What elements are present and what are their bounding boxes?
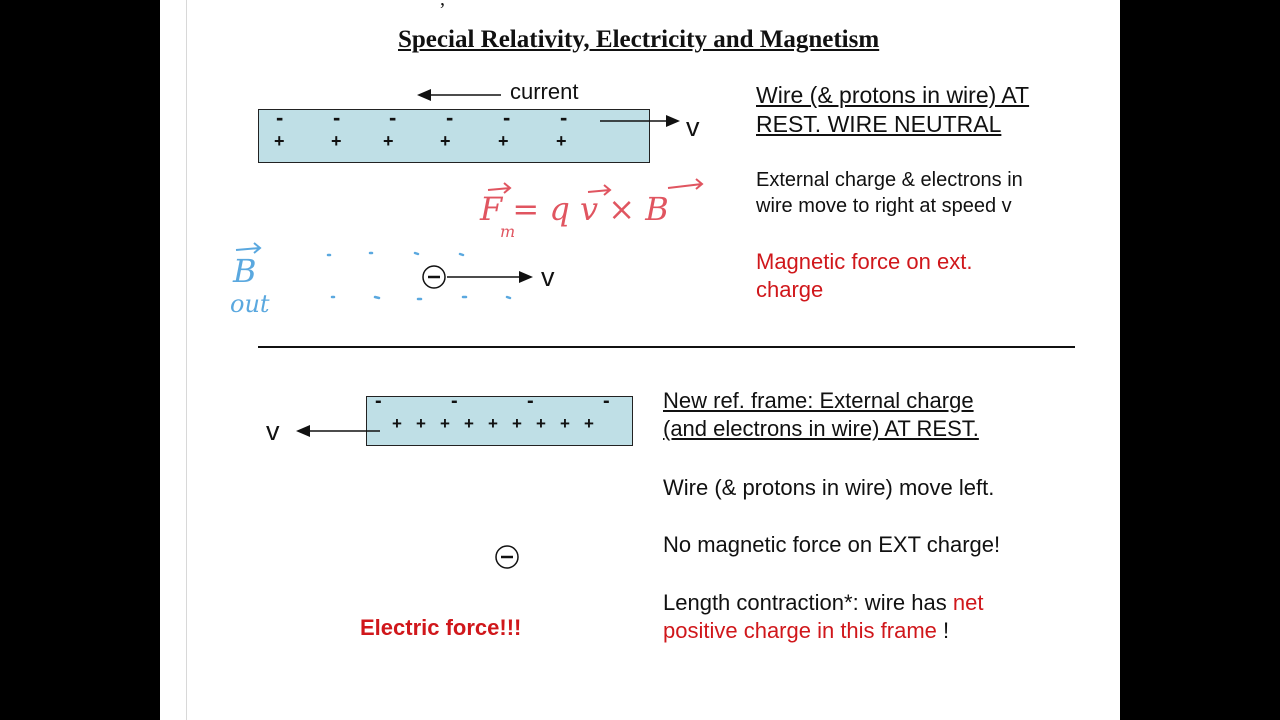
- v-label-bottom: v: [266, 416, 280, 446]
- no-magnetic-force-text: No magnetic force on EXT charge!: [663, 532, 1001, 557]
- wire-top: [258, 109, 650, 163]
- vector-overbars: [487, 178, 704, 196]
- wire-bottom: [366, 396, 633, 446]
- exclamation-text: !: [936, 618, 950, 643]
- magnetic-force-subscript: m: [500, 222, 516, 241]
- length-contraction-text: Length contraction*: wire has: [663, 590, 953, 615]
- external-charge-top: [422, 265, 533, 289]
- v-label-wire: v: [686, 112, 700, 142]
- b-vector-overbar: [235, 242, 262, 254]
- electron-minus-symbol: -: [276, 105, 284, 130]
- electron-minus-symbol: -: [560, 105, 568, 130]
- external-charge-bottom: [495, 545, 519, 569]
- page-margin-line: [186, 0, 187, 720]
- proton-plus-symbol: +: [560, 414, 570, 433]
- proton-plus-symbol: +: [464, 414, 474, 433]
- electron-minus-symbol: -: [375, 390, 382, 412]
- bottom-heading-line1: New ref. frame: External charge: [663, 388, 974, 413]
- electron-minus-symbol: -: [503, 105, 511, 130]
- proton-plus-symbol: +: [498, 131, 509, 151]
- page-title: Special Relativity, Electricity and Magn…: [398, 26, 880, 53]
- proton-plus-symbol: +: [416, 414, 426, 433]
- current-arrow: [417, 89, 501, 101]
- v-label-charge: v: [541, 262, 555, 292]
- positive-charge-text: positive charge in this frame: [663, 618, 937, 643]
- top-body-line1: External charge & electrons in: [756, 169, 1023, 191]
- magnetic-force-note-line2: charge: [756, 277, 824, 302]
- proton-plus-symbol: +: [440, 414, 450, 433]
- electron-minus-symbol: -: [333, 105, 341, 130]
- b-field-label: B: [233, 252, 257, 290]
- proton-plus-symbol: +: [383, 131, 394, 151]
- proton-plus-symbol: +: [392, 414, 402, 433]
- proton-plus-symbol: +: [274, 131, 285, 151]
- electron-minus-symbol: -: [603, 390, 610, 412]
- current-label: current: [510, 79, 579, 104]
- electric-force-label: Electric force!!!: [360, 615, 522, 640]
- top-heading-line1: Wire (& protons in wire) AT: [756, 82, 1030, 108]
- electron-velocity-arrow: [600, 115, 680, 127]
- electron-minus-symbol: -: [389, 105, 397, 130]
- out-label: out: [230, 290, 270, 318]
- field-dots: [326, 251, 512, 301]
- proton-plus-symbol: +: [556, 131, 567, 151]
- proton-plus-symbol: +: [512, 414, 522, 433]
- cut-off-header-text: ,: [440, 0, 445, 11]
- bottom-heading-line2: (and electrons in wire) AT REST.: [663, 416, 979, 441]
- proton-plus-symbol: +: [331, 131, 342, 151]
- wire-velocity-arrow: [296, 425, 380, 437]
- proton-plus-symbol: +: [488, 414, 498, 433]
- electron-minus-symbol: -: [451, 390, 458, 412]
- length-contraction-line2: positive charge in this frame !: [663, 617, 949, 645]
- top-body-line2: wire move to right at speed v: [756, 195, 1012, 217]
- proton-plus-symbol: +: [440, 131, 451, 151]
- net-text: net: [952, 590, 984, 615]
- proton-plus-symbol: +: [536, 414, 546, 433]
- top-heading-line2: REST. WIRE NEUTRAL: [756, 111, 1002, 137]
- wire-moves-text: Wire (& protons in wire) move left.: [663, 475, 995, 500]
- magnetic-force-note-line1: Magnetic force on ext.: [756, 249, 973, 274]
- electron-minus-symbol: -: [446, 105, 454, 130]
- electron-minus-symbol: -: [527, 390, 534, 412]
- proton-plus-symbol: +: [584, 414, 594, 433]
- magnetic-force-equation: F = q v × B: [480, 190, 669, 228]
- length-contraction-line1: Length contraction*: wire has net: [663, 589, 983, 617]
- section-divider: [258, 346, 1075, 348]
